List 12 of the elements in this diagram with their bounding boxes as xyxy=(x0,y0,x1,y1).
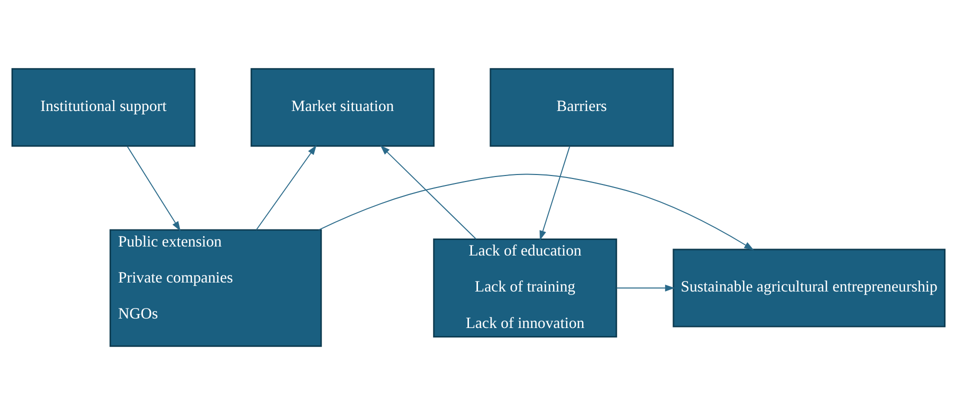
arrow xyxy=(380,144,476,239)
node-box: Market situation xyxy=(250,68,435,146)
arrow xyxy=(616,284,675,291)
arrow xyxy=(318,173,754,250)
arrow xyxy=(540,145,570,240)
node-box: Institutional support xyxy=(11,68,196,146)
arrow xyxy=(126,145,181,231)
node-box: Public extension Private companies NGOs xyxy=(110,228,322,346)
node-box: Lack of education Lack of training Lack of innovation xyxy=(433,238,618,338)
node-box: Sustainable agricultural entrepreneurship xyxy=(672,248,946,327)
arrow xyxy=(256,144,317,230)
node-box: Barriers xyxy=(490,68,674,146)
